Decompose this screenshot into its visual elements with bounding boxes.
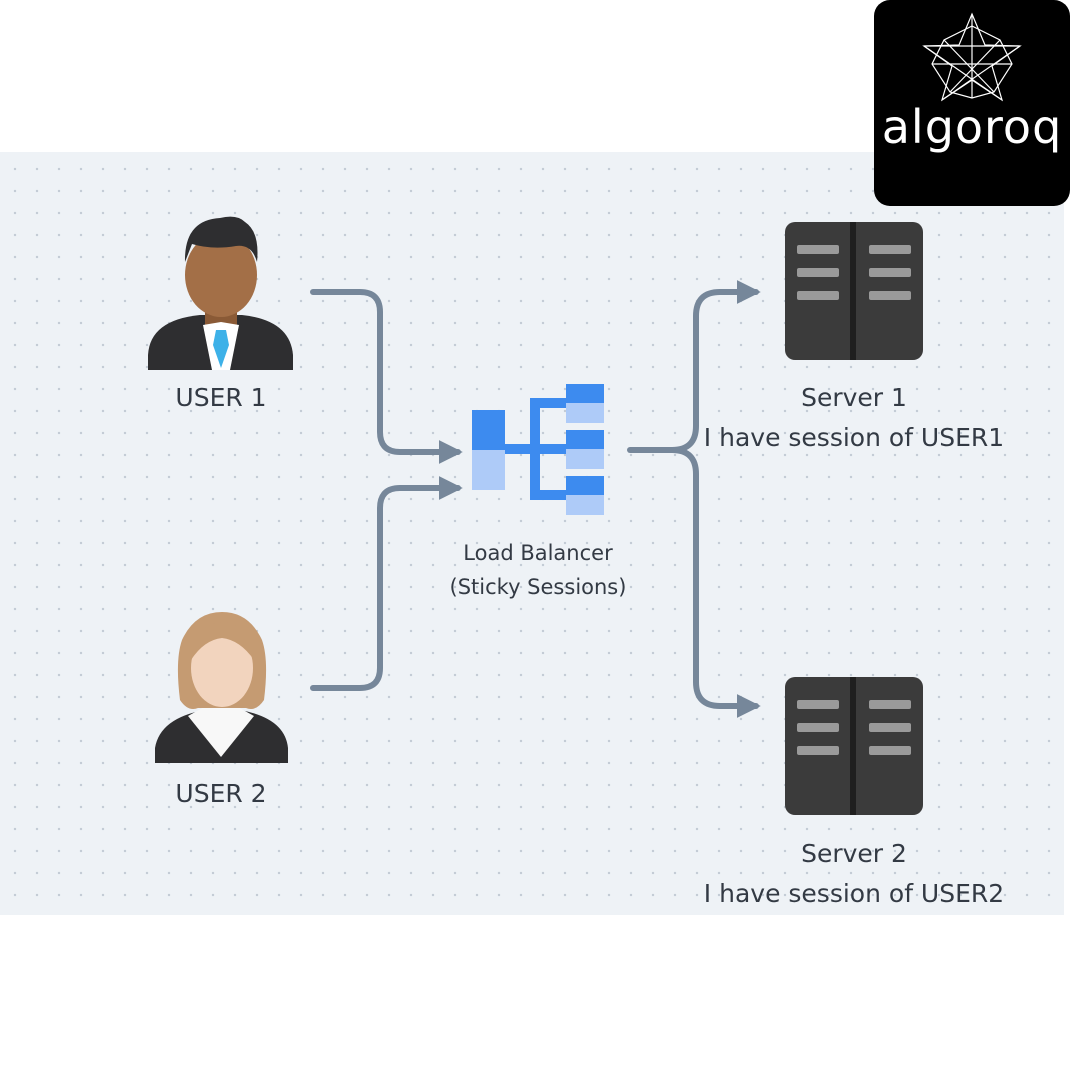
arrow-balancer-to-server2 [669, 447, 761, 718]
load-balancer-title: Load Balancer [463, 541, 613, 565]
server-2-label: Server 2 I have session of USER2 [644, 834, 1064, 914]
server-1-label: Server 1 I have session of USER1 [644, 378, 1064, 458]
server-2-icon [785, 677, 923, 815]
server-1-title: Server 1 [801, 383, 907, 412]
user-1-label: USER 1 [175, 383, 267, 412]
arrow-user2-to-balancer [310, 476, 463, 691]
arrow-user1-to-balancer [310, 289, 463, 464]
logo-wordmark: algoroq [881, 100, 1063, 154]
server-2-title: Server 2 [801, 839, 907, 868]
arrow-balancer-to-server1 [669, 280, 761, 453]
algoroq-logo: algoroq [874, 0, 1070, 206]
server-1-note: I have session of USER1 [703, 423, 1005, 452]
load-balancer-subtitle: (Sticky Sessions) [449, 575, 627, 599]
load-balancer-icon [472, 384, 604, 515]
server-1-icon [785, 222, 923, 360]
load-balancer-label: Load Balancer (Sticky Sessions) [408, 536, 668, 604]
user-2-label: USER 2 [175, 779, 267, 808]
user-male-icon [148, 216, 293, 370]
star-polygon-icon [922, 12, 1022, 102]
user-female-icon [155, 612, 288, 763]
server-2-note: I have session of USER2 [703, 879, 1005, 908]
